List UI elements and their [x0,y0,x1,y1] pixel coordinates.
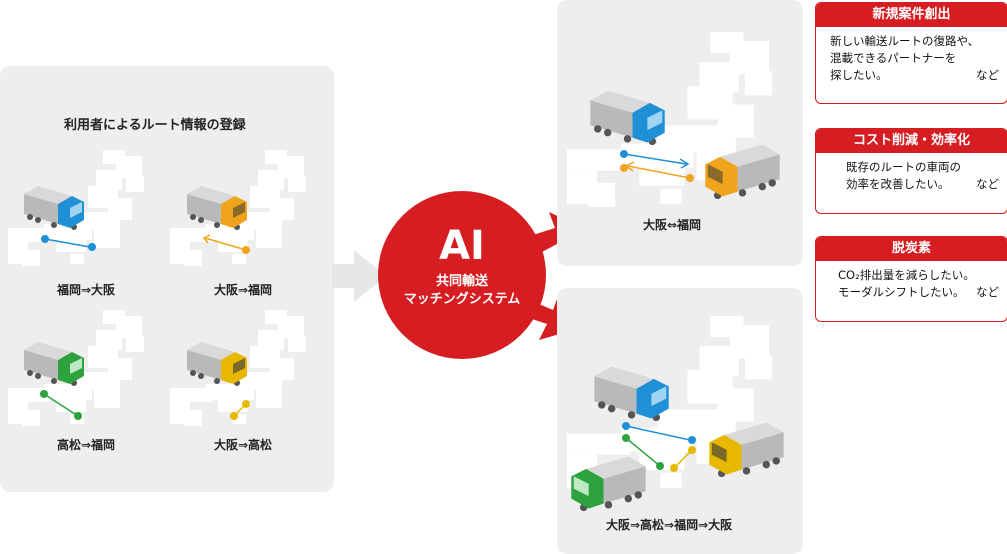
benefit-text: モーダルシフトしたい。 [838,285,965,299]
truck-icon-orange [705,144,780,200]
benefit-text: 探したい。 [830,68,888,82]
benefit-text: CO₂排出量を減らしたい。 [838,268,975,282]
benefit-title: コスト削減・効率化 [816,129,1007,153]
benefit-text: 新しい輸送ルートの復路や、 [830,34,980,48]
route-registration-panel [0,66,334,492]
benefit-new-business: 新規案件創出 新しい輸送ルートの復路や、 混載できるパートナーを 探したい。 な… [815,2,1007,104]
truck-icon-blue [594,366,669,422]
truck-icon-green [24,342,84,386]
benefit-suffix: など [976,68,999,82]
ai-title: AI [439,223,485,269]
result-label: 大阪⇒高松⇒福岡⇒大阪 [606,518,733,532]
benefit-suffix: など [976,177,999,191]
truck-icon-orange [187,186,247,230]
ai-subtitle-1: 共同輸送 [435,274,488,289]
truck-icon-blue [590,90,665,146]
benefit-text: 既存のルートの車両の [846,160,961,174]
ai-subtitle-2: マッチングシステム [403,292,521,307]
truck-icon-blue [24,186,84,230]
route-label: 高松⇒福岡 [57,438,116,452]
panel-title: 利用者によるルート情報の登録 [64,118,246,133]
route-arrow-osaka-fukuoka-pair [620,150,694,182]
route-label: 大阪⇒高松 [214,438,273,452]
route-arrow-osaka-fukuoka [202,234,250,254]
benefit-text: 効率を改善したい。 [846,177,950,191]
route-arrow-multi [622,422,696,472]
truck-icon-yellow [187,342,247,386]
route-label: 大阪⇒福岡 [214,283,273,297]
benefit-title: 新規案件創出 [816,3,1007,27]
route-label: 福岡⇒大阪 [57,283,116,297]
route-arrow-takamatsu-fukuoka [40,390,82,420]
truck-icon-green [571,456,646,512]
benefit-suffix: など [976,285,999,299]
truck-icon-yellow [709,422,784,478]
route-arrow-osaka-takamatsu [230,400,250,420]
benefit-title: 脱炭素 [816,237,1007,261]
flow-arrow-icon [332,250,386,302]
result-label: 大阪⇔福岡 [643,218,702,232]
benefit-text: 混載できるパートナーを [830,51,957,65]
route-arrow-fukuoka-osaka [41,235,96,251]
benefit-decarbonization: 脱炭素 CO₂排出量を減らしたい。 モーダルシフトしたい。 など [815,236,1007,322]
benefit-cost-reduction: コスト削減・効率化 既存のルートの車両の 効率を改善したい。 など [815,128,1007,214]
